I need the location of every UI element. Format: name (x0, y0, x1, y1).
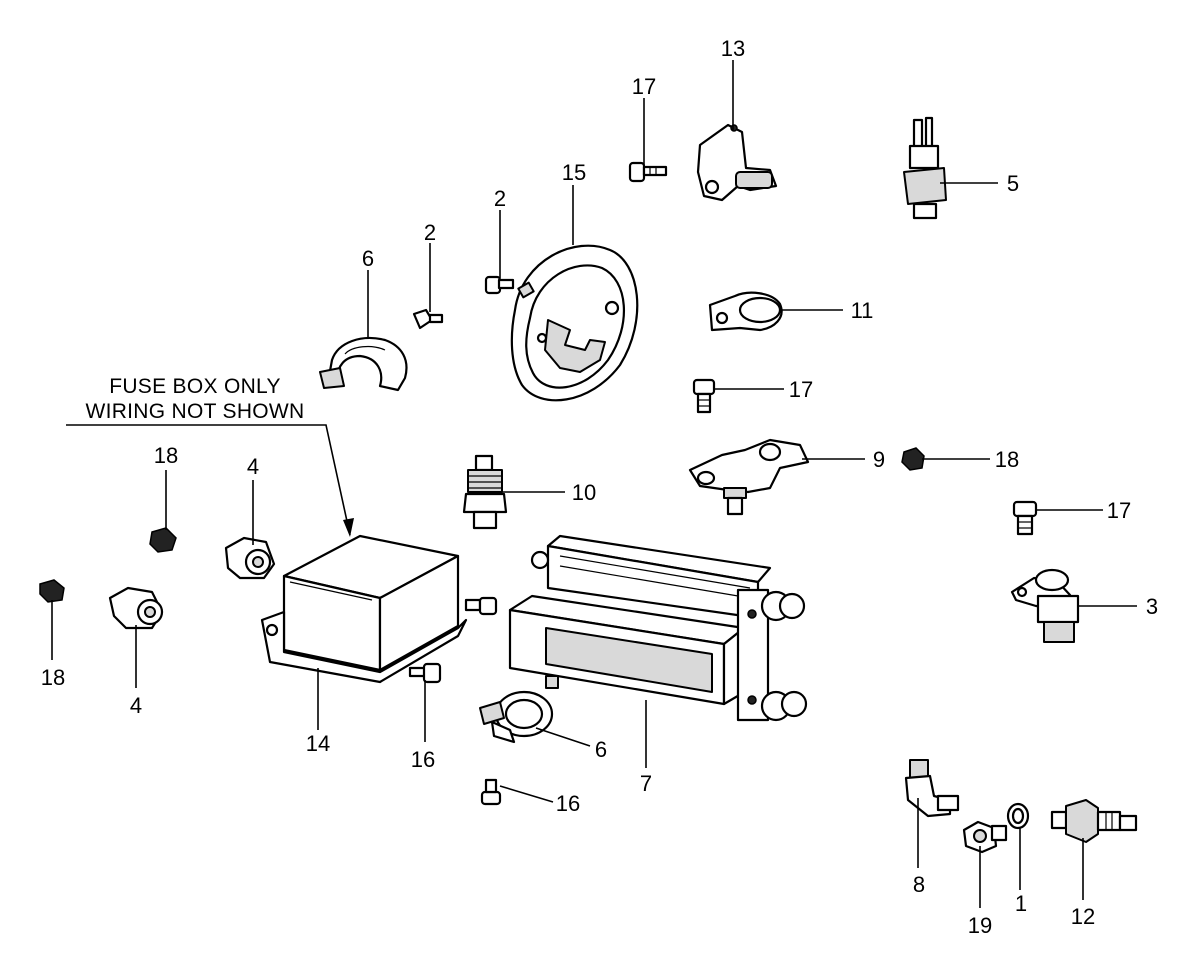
part-8-elbow-fitting (904, 759, 960, 818)
callout-numbers: 13 17 5 15 2 2 6 11 17 9 18 18 10 4 17 3… (41, 36, 1158, 938)
part-15-tone-ring (510, 244, 639, 402)
part-2-screw-b (412, 308, 444, 330)
callout-17-top: 17 (632, 74, 656, 99)
callout-12: 12 (1071, 904, 1095, 929)
part-6-clamp-upper (319, 336, 408, 392)
part-4-knock-sensor-upper (224, 536, 276, 580)
callout-2-right: 2 (494, 186, 506, 211)
part-1-washer (1006, 802, 1030, 830)
part-9-map-sensor (688, 438, 810, 516)
callout-8: 8 (913, 872, 925, 897)
callout-4-upper: 4 (247, 454, 259, 479)
note-line-1: FUSE BOX ONLY (109, 375, 281, 398)
callout-18-left-lower: 18 (41, 665, 65, 690)
callout-2-left: 2 (424, 220, 436, 245)
part-18-nut-left-lower (39, 579, 65, 603)
note-arrowhead (343, 518, 354, 537)
note-leader (66, 424, 351, 536)
callout-6-upper: 6 (362, 246, 374, 271)
callout-18-left-upper: 18 (154, 443, 178, 468)
part-11-clamp (708, 291, 783, 332)
callout-7: 7 (640, 771, 652, 796)
fuse-box-note: FUSE BOX ONLY WIRING NOT SHOWN (66, 375, 354, 537)
part-12-sensor-fitting (1050, 799, 1138, 843)
part-10-pressure-switch (462, 454, 508, 530)
part-6-clamp-lower (479, 690, 554, 744)
part-3-sensor (1010, 568, 1080, 643)
part-17-bolt-right (1012, 500, 1038, 536)
callout-1: 1 (1015, 891, 1027, 916)
leader-lines (51, 60, 1137, 908)
callout-17-right: 17 (1107, 498, 1131, 523)
callout-19: 19 (968, 913, 992, 938)
callout-15: 15 (562, 160, 586, 185)
part-5-temp-sensor (903, 116, 947, 220)
part-19-banjo-bolt (962, 820, 1008, 854)
part-18-nut-right (901, 447, 925, 471)
part-7-ecm (508, 534, 808, 722)
part-16-screw-a (408, 662, 442, 684)
part-4-knock-sensor-lower (108, 586, 164, 630)
callout-3: 3 (1146, 594, 1158, 619)
callout-11: 11 (851, 298, 874, 323)
callout-9: 9 (873, 447, 885, 472)
callout-6-lower: 6 (595, 737, 607, 762)
part-2-screw-a (484, 275, 515, 295)
part-17-bolt-top (628, 161, 668, 183)
callout-16-upper: 16 (411, 747, 435, 772)
callout-17-mid: 17 (789, 377, 813, 402)
part-13-sensor (696, 123, 778, 202)
callout-16-lower: 16 (556, 791, 580, 816)
callout-13: 13 (721, 36, 745, 61)
part-14-fuse-box (260, 534, 468, 684)
callout-18-right: 18 (995, 447, 1019, 472)
callout-4-lower: 4 (130, 693, 142, 718)
note-line-2: WIRING NOT SHOWN (85, 400, 304, 423)
part-17-bolt-mid (692, 378, 716, 414)
part-16-screw-b (480, 778, 502, 806)
callout-10: 10 (572, 480, 596, 505)
callout-14: 14 (306, 731, 330, 756)
part-18-nut-left-upper (149, 527, 177, 553)
callout-5: 5 (1007, 171, 1019, 196)
fuse-box-screw (464, 596, 498, 616)
